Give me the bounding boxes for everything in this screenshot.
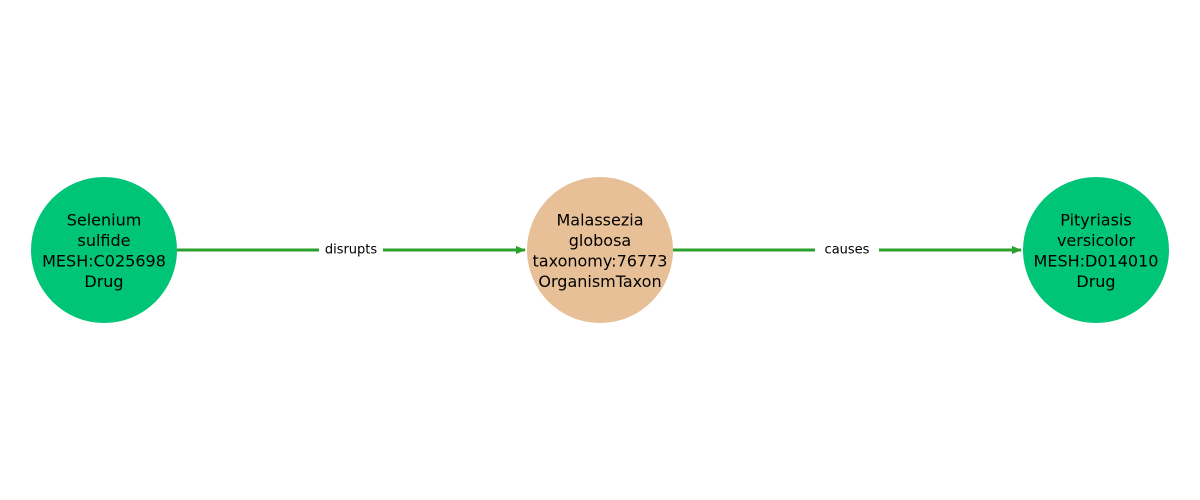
edge-label-bg (319, 240, 383, 260)
node-label-line: versicolor (1057, 231, 1135, 250)
node-malassezia[interactable]: Malassezia globosataxonomy:76773OrganismT… (527, 177, 673, 323)
node-label-line: Selenium (67, 210, 142, 229)
edge-label-bg (815, 240, 879, 260)
edge-label: disrupts (325, 243, 378, 258)
edge-label: causes (825, 243, 870, 258)
node-label-line: MESH:D014010 (1034, 251, 1159, 270)
edge-causes: causes (673, 240, 1022, 260)
node-label-line: globosa (569, 231, 631, 250)
node-label-line: sulfide (78, 231, 131, 250)
node-label-line: OrganismTaxon (538, 272, 661, 291)
node-label-line: Drug (84, 272, 123, 291)
node-circle[interactable] (1023, 177, 1169, 323)
node-label-line: taxonomy:76773 (533, 251, 668, 270)
node-label-line: Pityriasis (1060, 210, 1131, 229)
node-circle[interactable] (527, 177, 673, 323)
node-label-line: Drug (1076, 272, 1115, 291)
node-circle[interactable] (31, 177, 177, 323)
edge-disrupts: disrupts (177, 240, 526, 260)
node-label-line: Malassezia (556, 210, 643, 229)
node-label-line: MESH:C025698 (42, 251, 166, 270)
